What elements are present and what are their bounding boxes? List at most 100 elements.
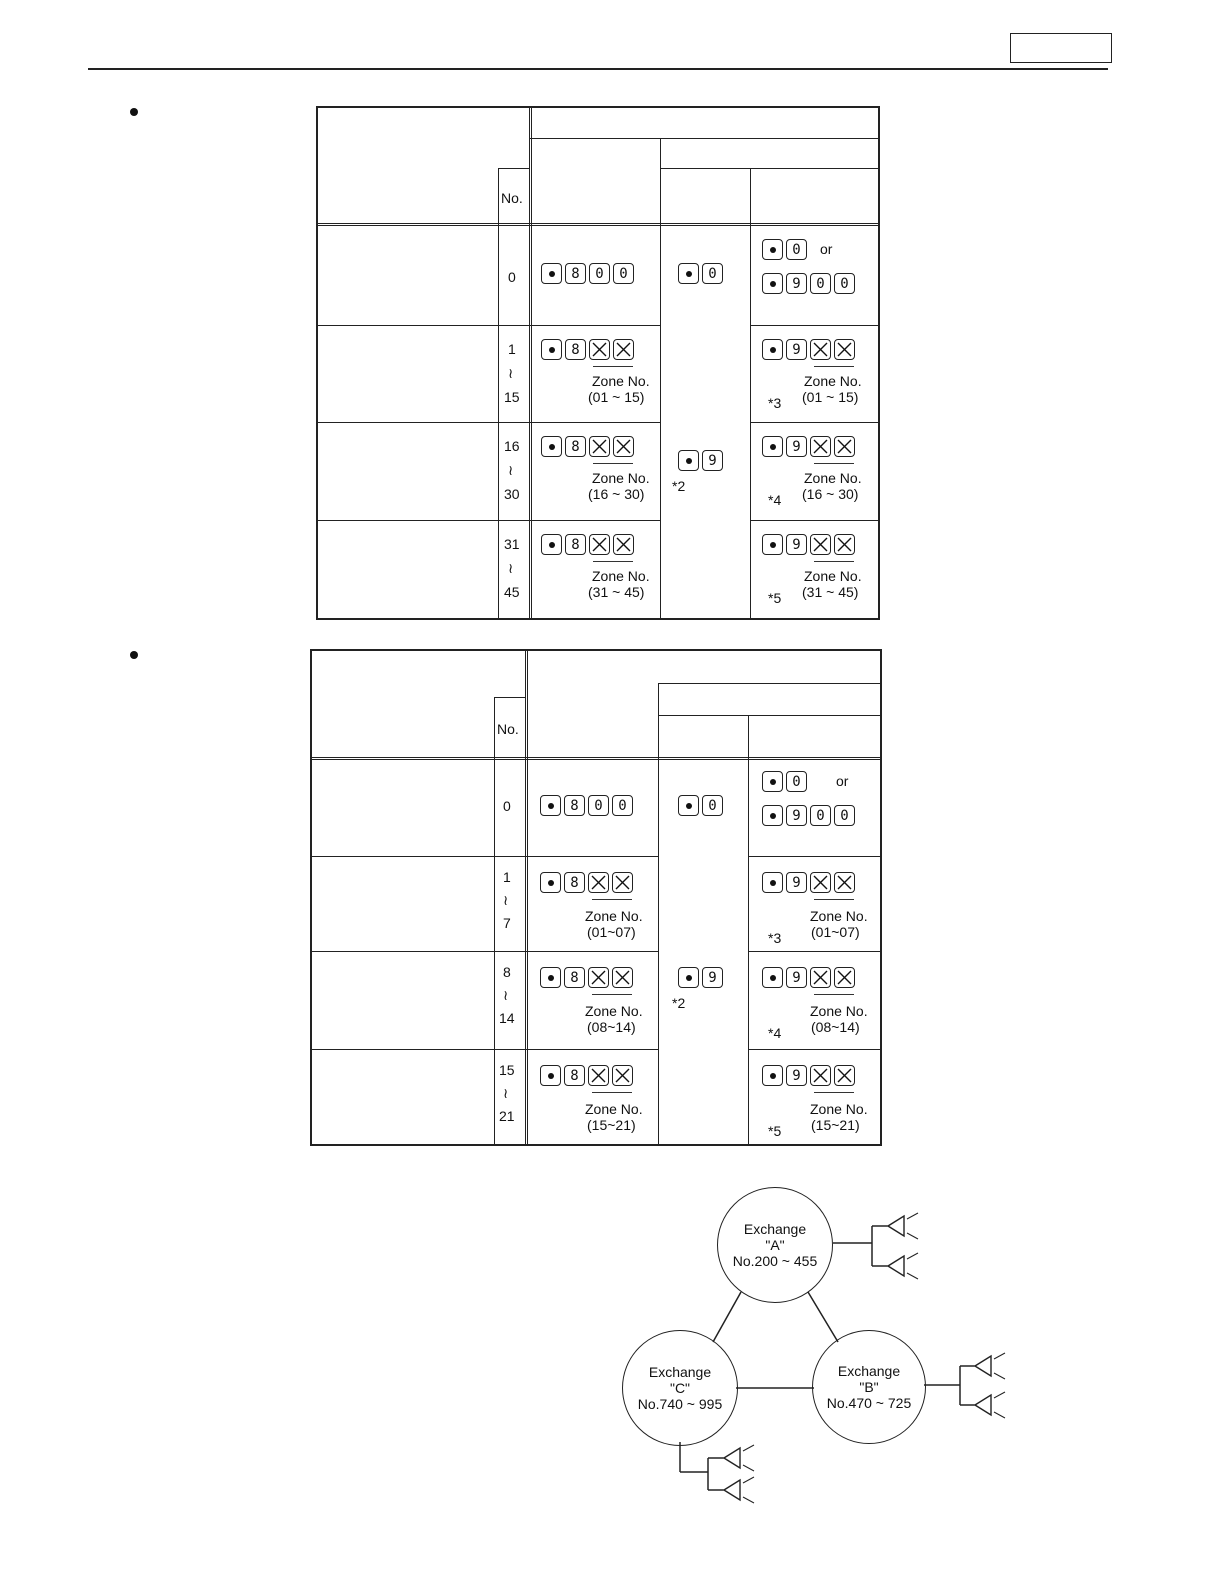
code-keys-col1: 8 <box>541 534 634 555</box>
row-number: 45 <box>504 584 520 600</box>
digit-placeholder-key <box>810 967 831 988</box>
digit-key-8: 8 <box>565 436 586 457</box>
row-number: 15 <box>499 1062 515 1078</box>
zone-code-table-1: No. <box>316 106 880 620</box>
zone-no-label: Zone No. <box>592 373 650 389</box>
digit-key-9: 9 <box>786 436 807 457</box>
exchange-a-node: Exchange "A" No.200 ~ 455 <box>717 1187 833 1303</box>
digit-placeholder-key <box>588 872 609 893</box>
code-keys-col3: 0 <box>762 771 807 792</box>
exchange-a-range: No.200 ~ 455 <box>732 1253 818 1269</box>
digit-placeholder-key <box>810 534 831 555</box>
row-number: 31 <box>504 536 520 552</box>
code-keys-col1: 8 <box>540 1065 633 1086</box>
zone-no-label: Zone No. <box>592 470 650 486</box>
range-tilde: ≀ <box>508 560 514 576</box>
exchange-b-label: Exchange <box>837 1363 901 1379</box>
digit-placeholder-key <box>810 872 831 893</box>
code-keys-col1: 8 <box>541 339 634 360</box>
digit-key-0: 0 <box>702 263 723 284</box>
or-label: or <box>836 773 849 789</box>
zone-range: (01~07) <box>587 924 636 940</box>
zone-digits-brace <box>814 899 854 900</box>
exchange-b-name: "B" <box>859 1379 879 1395</box>
zone-no-label: Zone No. <box>585 908 643 924</box>
digit-key-8: 8 <box>565 263 586 284</box>
zone-no-label: Zone No. <box>804 373 862 389</box>
zone-range: (08~14) <box>811 1019 860 1035</box>
range-tilde: ≀ <box>503 892 509 908</box>
zone-range: (01~07) <box>811 924 860 940</box>
row-number: 16 <box>504 438 520 454</box>
digit-key-8: 8 <box>564 1065 585 1086</box>
code-keys-col3: 9 <box>762 872 855 893</box>
code-keys-col2: 0 <box>678 263 723 284</box>
digit-key-0: 0 <box>786 239 807 260</box>
or-label: or <box>820 241 833 257</box>
row-number: 21 <box>499 1108 515 1124</box>
digit-placeholder-key <box>613 534 634 555</box>
page-number-box <box>1010 33 1112 63</box>
digit-key-9: 9 <box>786 805 807 826</box>
digit-key-0: 0 <box>810 805 831 826</box>
zone-range: (31 ~ 45) <box>802 584 859 600</box>
zone-digits-brace <box>814 463 854 464</box>
exchange-b-range: No.470 ~ 725 <box>826 1395 912 1411</box>
dot-key <box>541 339 562 360</box>
digit-placeholder-key <box>810 1065 831 1086</box>
digit-placeholder-key <box>612 967 633 988</box>
dot-key <box>678 967 699 988</box>
dot-key <box>762 805 783 826</box>
dot-key <box>678 450 699 471</box>
dot-key <box>678 795 699 816</box>
dot-key <box>762 534 783 555</box>
digit-placeholder-key <box>589 339 610 360</box>
footnote-mark: *5 <box>768 1123 782 1139</box>
code-keys-col2-merged: 9 <box>678 450 723 471</box>
footnote-mark: *4 <box>768 1025 782 1041</box>
code-keys-col3: 9 <box>762 436 855 457</box>
zone-digits-brace <box>814 1092 854 1093</box>
dot-key <box>541 534 562 555</box>
footnote-mark: *4 <box>768 492 782 508</box>
digit-placeholder-key <box>834 1065 855 1086</box>
row-number: 14 <box>499 1010 515 1026</box>
bullet-1 <box>130 108 138 116</box>
zone-no-label: Zone No. <box>804 470 862 486</box>
digit-key-8: 8 <box>564 795 585 816</box>
digit-placeholder-key <box>589 436 610 457</box>
footnote-mark: *2 <box>672 478 686 494</box>
dot-key <box>678 263 699 284</box>
digit-placeholder-key <box>834 967 855 988</box>
zone-digits-brace <box>593 463 633 464</box>
row-number: 30 <box>504 486 520 502</box>
digit-key-9: 9 <box>786 273 807 294</box>
digit-key-0: 0 <box>810 273 831 294</box>
digit-key-9: 9 <box>786 872 807 893</box>
digit-placeholder-key <box>613 436 634 457</box>
footnote-mark: *3 <box>768 930 782 946</box>
dot-key <box>762 436 783 457</box>
zone-no-label: Zone No. <box>585 1101 643 1117</box>
code-keys-col3: 9 <box>762 1065 855 1086</box>
row-number: 0 <box>503 798 511 814</box>
digit-key-0: 0 <box>834 805 855 826</box>
zone-no-label: Zone No. <box>810 1003 868 1019</box>
digit-key-9: 9 <box>702 967 723 988</box>
digit-key-0: 0 <box>589 263 610 284</box>
exchange-a-label: Exchange <box>743 1221 807 1237</box>
code-keys-col2: 0 <box>678 795 723 816</box>
digit-placeholder-key <box>612 872 633 893</box>
speaker-icon <box>888 1252 919 1280</box>
range-tilde: ≀ <box>503 987 509 1003</box>
dot-key <box>540 795 561 816</box>
dot-key <box>762 872 783 893</box>
footnote-mark: *2 <box>672 995 686 1011</box>
digit-placeholder-key <box>810 339 831 360</box>
zone-range: (01 ~ 15) <box>802 389 859 405</box>
zone-no-label: Zone No. <box>804 568 862 584</box>
zone-range: (15~21) <box>587 1117 636 1133</box>
